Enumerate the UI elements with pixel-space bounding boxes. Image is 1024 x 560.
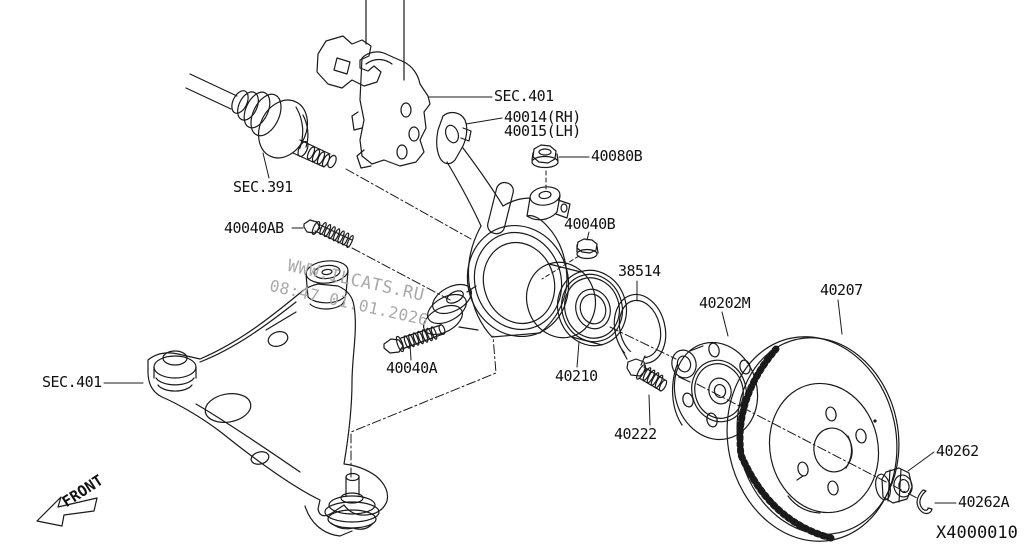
label-sec401-strut: SEC.401	[494, 87, 554, 105]
label-rotor-40207: 40207	[820, 281, 863, 299]
centerlines	[345, 168, 918, 499]
label-nut-40040b: 40040B	[564, 215, 616, 233]
nut-40040b-drawing	[576, 238, 599, 260]
label-nut-40080b: 40080B	[591, 147, 643, 165]
nut-40262-drawing	[875, 467, 913, 504]
label-clip-40262a: 40262A	[958, 493, 1010, 511]
leader-lines	[103, 96, 957, 504]
bearing-40210-drawing	[525, 261, 628, 347]
clip-40262a-drawing	[916, 489, 933, 515]
bolt-40040ab-drawing	[303, 219, 354, 249]
snap-ring-38514-drawing	[613, 293, 667, 371]
front-arrow-icon	[36, 496, 98, 527]
label-bolt-40040a: 40040A	[386, 359, 438, 377]
label-bearing-40210: 40210	[555, 367, 598, 385]
label-knuckle-40015-lh: 40015(LH)	[504, 122, 581, 140]
bolt-40222-drawing	[626, 358, 668, 392]
control-arm-drawing	[147, 260, 389, 517]
cv-axle-drawing	[185, 73, 337, 169]
label-nut-40262: 40262	[936, 442, 979, 460]
label-sec391-axle: SEC.391	[233, 178, 293, 196]
ball-joint-drawing	[304, 472, 380, 537]
rotor-40207-drawing	[726, 336, 900, 542]
label-bolt-40222: 40222	[614, 425, 657, 443]
bolt-40040a-drawing	[383, 324, 446, 354]
strut-bracket-drawing	[316, 0, 431, 169]
label-sec401-control-arm: SEC.401	[42, 373, 102, 391]
label-snapring-38514: 38514	[618, 262, 661, 280]
steering-knuckle-drawing	[423, 111, 571, 338]
label-bolt-40040ab: 40040AB	[224, 219, 284, 237]
nut-40080b-drawing	[531, 144, 559, 169]
label-knuckle-40014-rh: 40014(RH)	[504, 108, 581, 126]
diagram-code: X4000010	[936, 523, 1018, 543]
label-hub-40202m: 40202M	[699, 294, 751, 312]
